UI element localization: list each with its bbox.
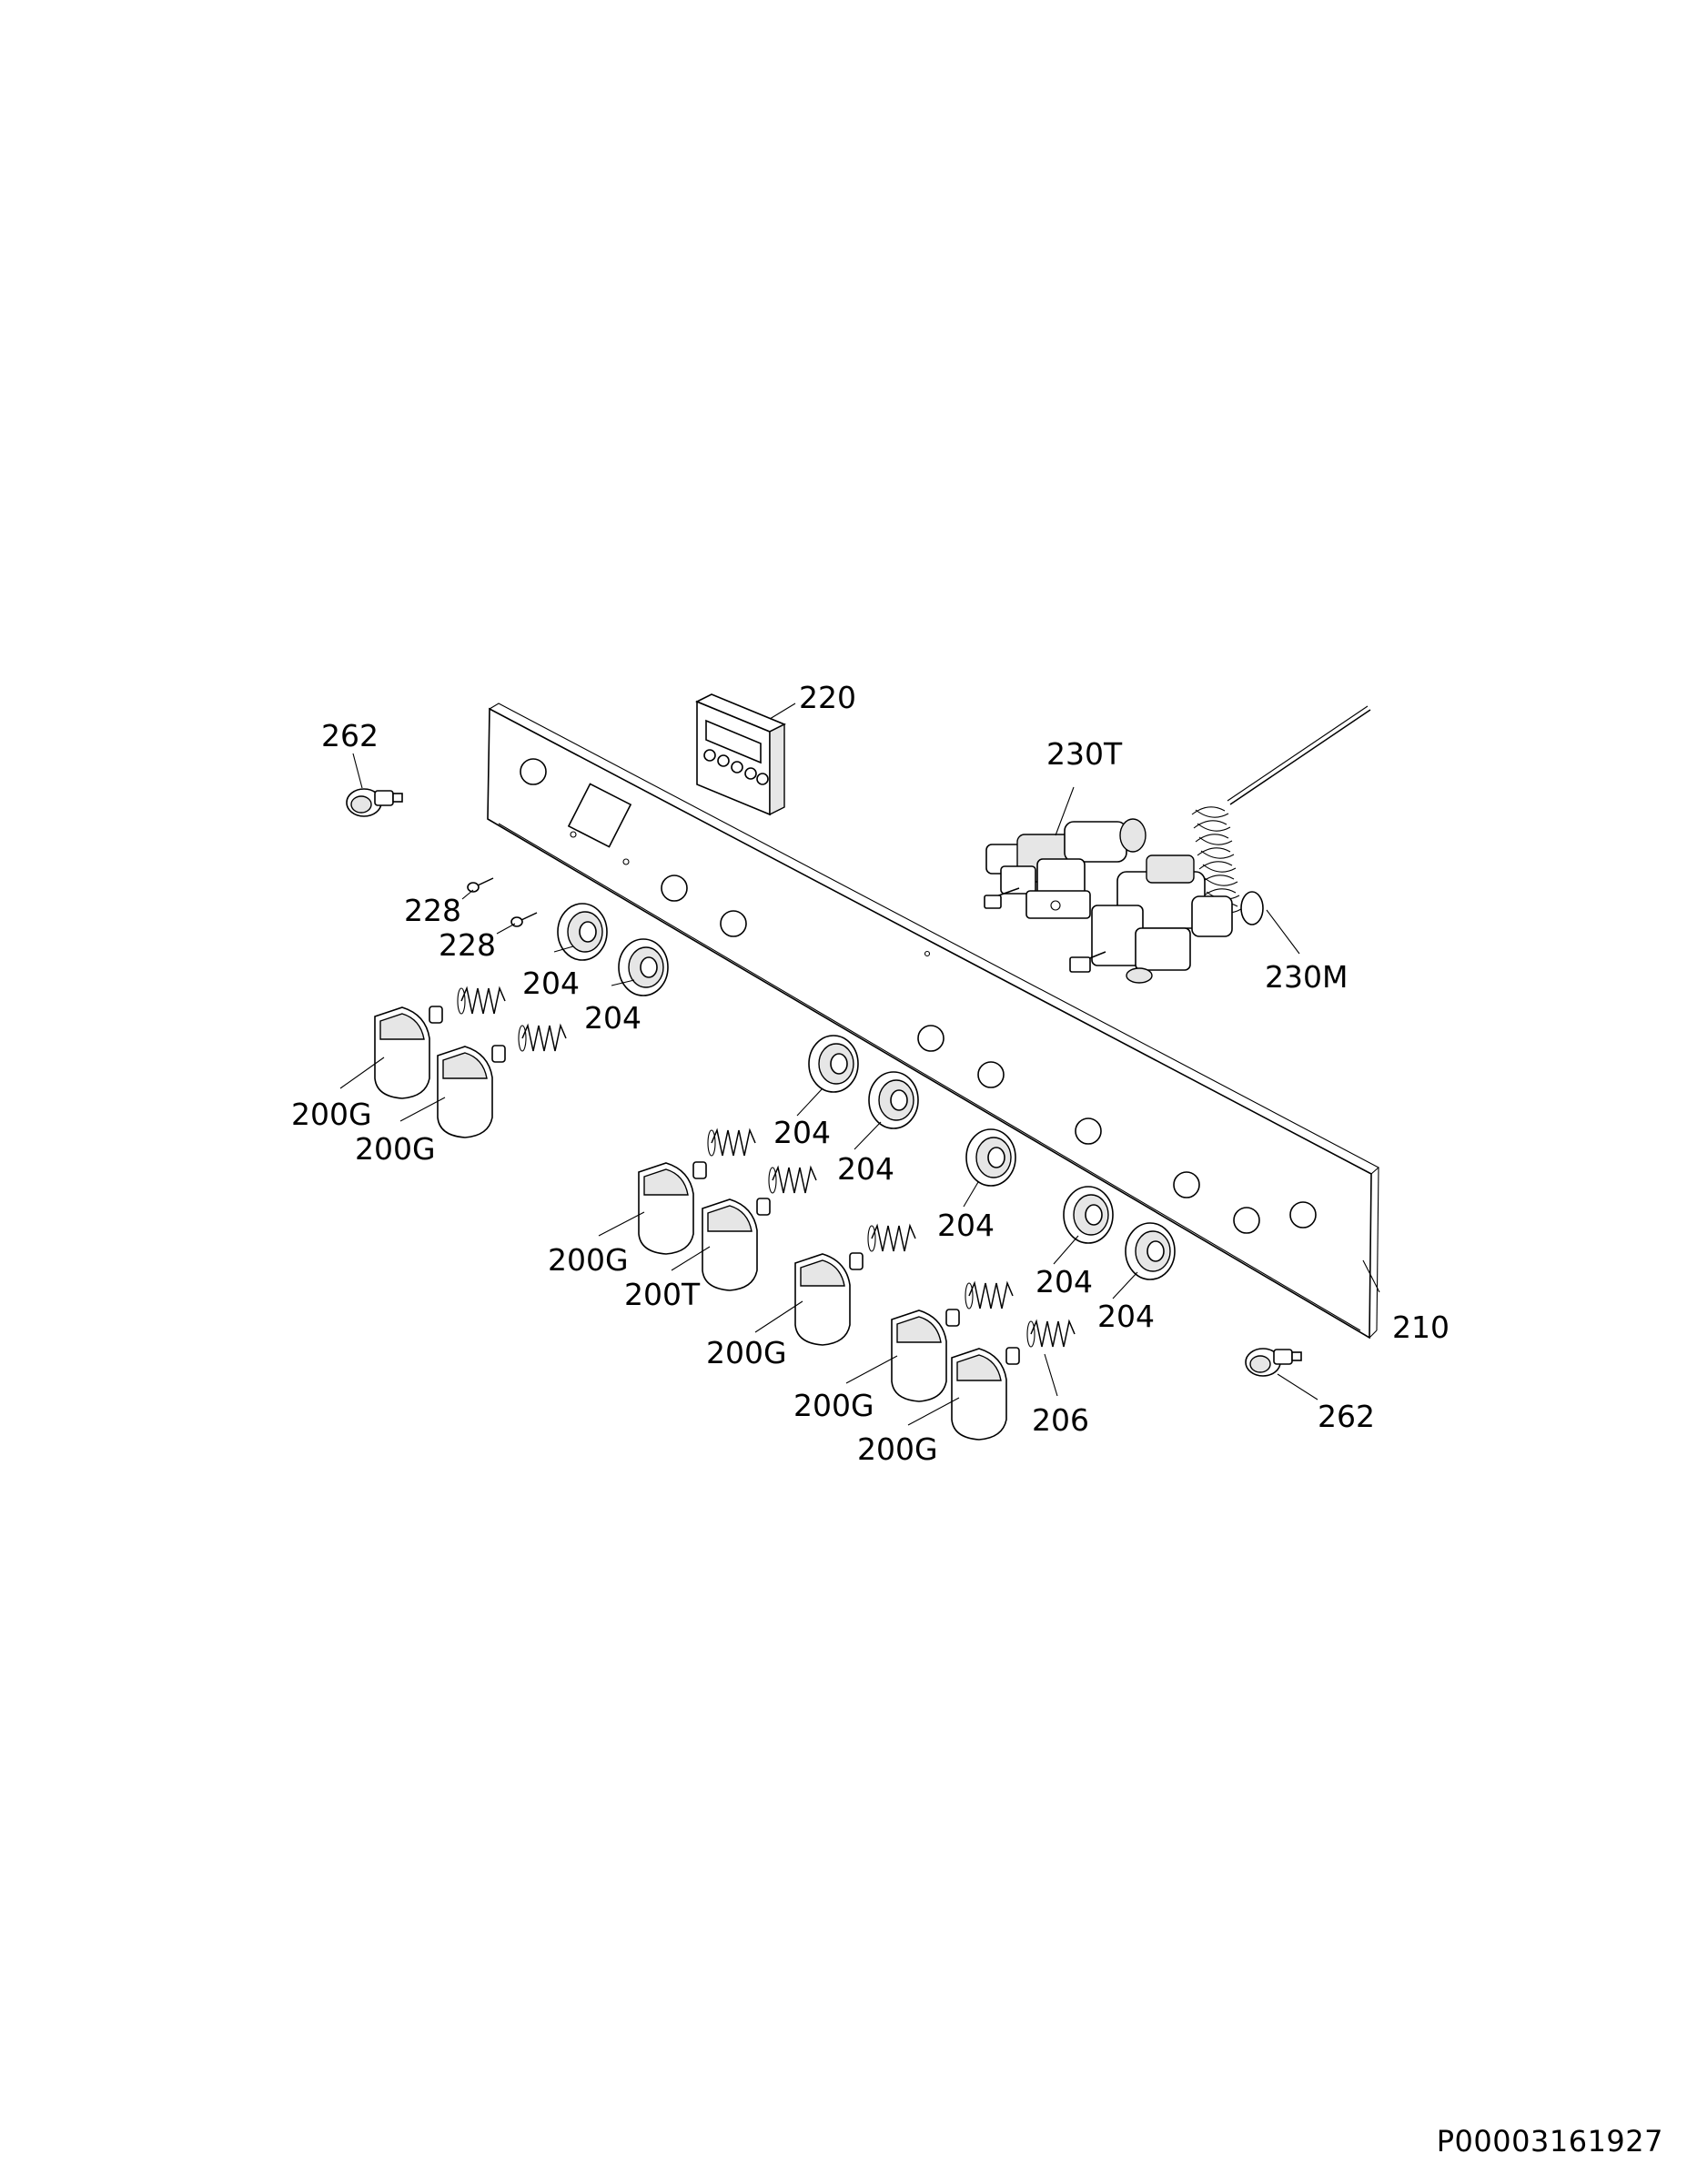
bezel-204-d xyxy=(868,1071,919,1129)
main-tap-230M xyxy=(1069,705,1371,984)
indicator-light-262-bottom xyxy=(1245,1348,1302,1377)
spring-206-e xyxy=(867,1223,916,1252)
knob-200G-d xyxy=(794,1252,864,1346)
label-204-g: 204 xyxy=(1097,1299,1155,1334)
label-204-e: 204 xyxy=(937,1208,995,1243)
bezel-204-g xyxy=(1125,1222,1176,1280)
label-204-d: 204 xyxy=(837,1151,894,1187)
bezel-204-e xyxy=(965,1128,1016,1187)
indicator-light-262-top xyxy=(346,788,403,817)
label-204-a: 204 xyxy=(522,966,580,1001)
label-200T: 200T xyxy=(624,1277,701,1312)
spring-206-c xyxy=(707,1127,756,1157)
knob-200G-c xyxy=(638,1161,707,1255)
spring-206-f xyxy=(965,1280,1014,1309)
label-230T: 230T xyxy=(1046,736,1123,772)
screw-228-a xyxy=(467,877,494,893)
spring-206-a xyxy=(457,986,506,1015)
document-code: P00003161927 xyxy=(1436,2124,1663,2159)
label-228-b: 228 xyxy=(439,927,496,963)
knob-200G-f xyxy=(951,1347,1020,1441)
screw-228-b xyxy=(510,912,538,927)
label-220: 220 xyxy=(799,680,856,715)
label-200G-b: 200G xyxy=(355,1131,436,1167)
knob-200T xyxy=(702,1198,771,1291)
timer-220 xyxy=(695,693,786,816)
label-200G-f: 200G xyxy=(857,1431,938,1467)
spring-206-b xyxy=(518,1023,567,1052)
leader-lines xyxy=(339,703,1380,1426)
label-204-f: 204 xyxy=(1035,1264,1093,1299)
bezel-204-b xyxy=(618,938,669,996)
label-262-top: 262 xyxy=(321,718,379,753)
spring-206-g xyxy=(1026,1319,1076,1348)
bezel-204-c xyxy=(808,1035,859,1093)
knob-200G-b xyxy=(437,1045,506,1138)
label-210: 210 xyxy=(1392,1309,1450,1345)
bezel-204-a xyxy=(557,903,608,961)
control-panel-210 xyxy=(487,703,1379,1340)
spring-206-d xyxy=(768,1165,817,1194)
label-228-a: 228 xyxy=(404,893,461,928)
label-230M: 230M xyxy=(1265,959,1348,995)
label-204-c: 204 xyxy=(773,1115,831,1150)
thermostat-tap-230T xyxy=(984,818,1147,919)
label-200G-a: 200G xyxy=(291,1097,372,1132)
knob-200G-e xyxy=(891,1309,960,1402)
knob-200G-a xyxy=(374,1006,443,1099)
label-200G-d: 200G xyxy=(706,1335,787,1370)
label-204-b: 204 xyxy=(584,1000,641,1036)
label-206: 206 xyxy=(1032,1402,1089,1438)
label-200G-e: 200G xyxy=(793,1388,874,1423)
bezel-204-f xyxy=(1063,1186,1114,1244)
label-262-bottom: 262 xyxy=(1318,1399,1375,1434)
label-200G-c: 200G xyxy=(548,1242,629,1278)
